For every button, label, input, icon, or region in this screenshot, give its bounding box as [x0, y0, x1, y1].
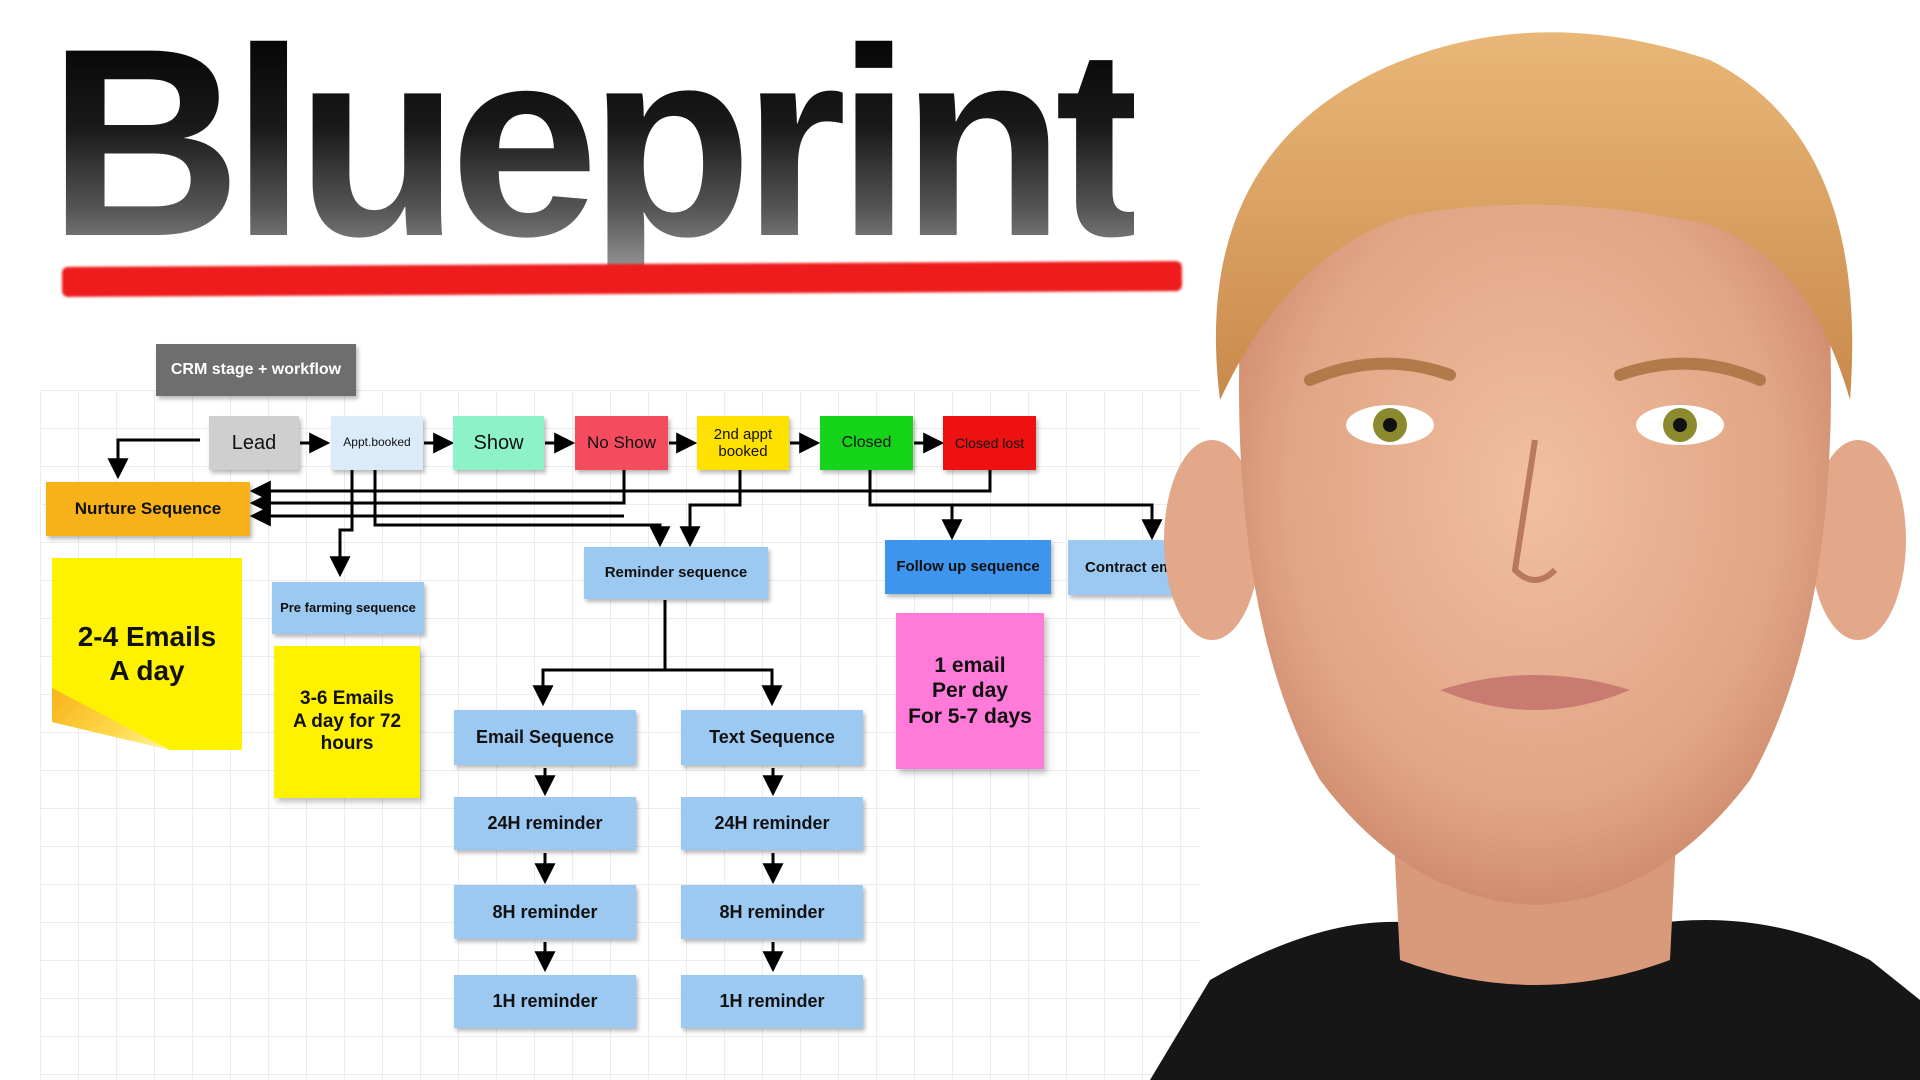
nurture-sequence: Nurture Sequence [46, 482, 250, 536]
note-pre-farming: 3-6 Emails A day for 72 hours [274, 646, 420, 798]
person-portrait-icon [1150, 0, 1920, 1080]
text-8h-reminder: 8H reminder [681, 885, 863, 939]
arrow-closedlost-nurture [249, 465, 992, 502]
arrow-appt-reminder [373, 470, 671, 548]
arrow-closed-contract [870, 503, 1163, 541]
text-1h-reminder: 1H reminder [681, 975, 863, 1028]
note-follow-up: 1 email Per day For 5-7 days [896, 613, 1044, 769]
crm-stage-label: CRM stage + workflow [156, 344, 356, 396]
stage-no-show: No Show [575, 416, 668, 470]
pre-farming-sequence: Pre farming sequence [272, 582, 424, 634]
arrow-2nd-reminder [679, 470, 742, 548]
text-sequence: Text Sequence [681, 710, 863, 765]
email-1h-reminder: 1H reminder [454, 975, 636, 1028]
stage-appt-booked: Appt.booked [331, 416, 423, 470]
arrow-reminder-email [532, 600, 667, 707]
stage-closed-lost: Closed lost [943, 416, 1036, 470]
stage-2nd-appt-booked: 2nd appt booked [697, 416, 789, 470]
follow-up-sequence: Follow up sequence [885, 540, 1051, 594]
arrow-reminder-text [665, 668, 783, 707]
email-24h-reminder: 24H reminder [454, 797, 636, 850]
email-sequence: Email Sequence [454, 710, 636, 765]
arrow-appt-prefarming [329, 470, 354, 578]
email-8h-reminder: 8H reminder [454, 885, 636, 939]
stage-lead: Lead [209, 416, 299, 470]
stage-show: Show [453, 416, 544, 470]
title-blueprint: Blueprint [48, 0, 1144, 292]
text-24h-reminder: 24H reminder [681, 797, 863, 850]
arrow-noshow-nurture [249, 470, 626, 514]
stage-closed: Closed [820, 416, 913, 470]
arrow-lead-nurture [107, 438, 200, 480]
arrow-closed-followup [868, 470, 963, 541]
reminder-sequence: Reminder sequence [584, 547, 768, 599]
